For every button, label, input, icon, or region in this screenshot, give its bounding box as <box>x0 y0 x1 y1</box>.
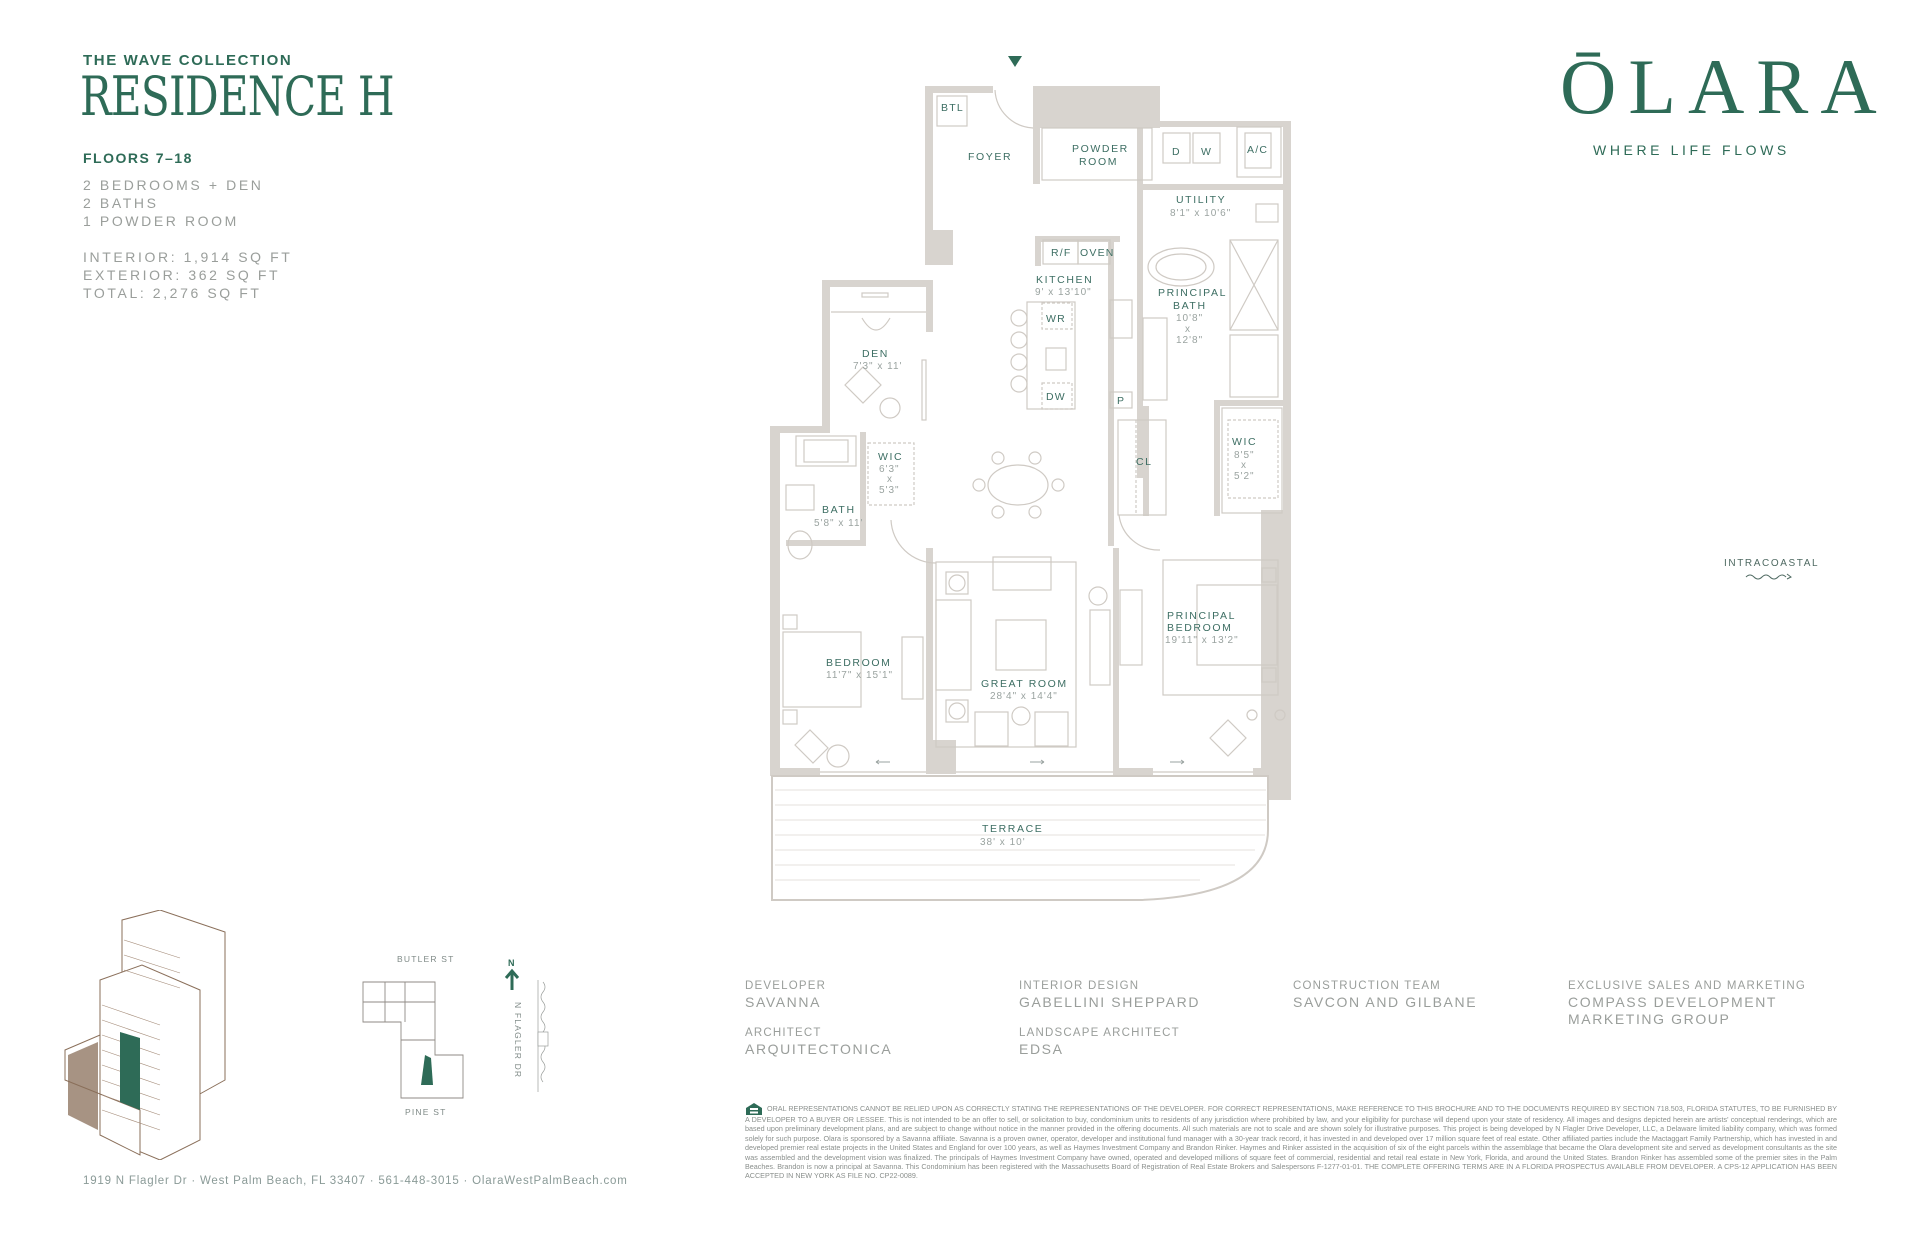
room-btl: BTL <box>941 102 964 114</box>
north-arrow-icon <box>504 968 520 990</box>
unit-location-marker <box>421 1055 433 1085</box>
slider-arrows <box>875 759 1185 765</box>
room-outlines <box>782 89 1286 773</box>
floor-plan: BTL FOYER POWDER ROOM D W A/C UTILITY 8'… <box>770 56 1291 901</box>
intracoastal-label: INTRACOASTAL <box>1724 558 1820 569</box>
room-kitchen: KITCHEN <box>1036 274 1093 286</box>
layout-bedrooms: 2 BEDROOMS + DEN <box>83 177 264 193</box>
exterior-area: EXTERIOR: 362 SQ FT <box>83 267 281 283</box>
layout-powder: 1 POWDER ROOM <box>83 213 239 229</box>
legal-text: ORAL REPRESENTATIONS CANNOT BE RELIED UP… <box>745 1103 1837 1181</box>
dishwasher-label: DW <box>1046 391 1066 403</box>
wave-arrow-icon <box>1745 573 1792 580</box>
olara-logo: ŌLARA <box>1560 43 1889 130</box>
site-map: BUTLER ST PINE ST N N FLAGLER DR <box>362 954 549 1117</box>
credit-sales-label: EXCLUSIVE SALES AND MARKETING <box>1568 980 1807 992</box>
credit-architect-label: ARCHITECT <box>745 1027 822 1039</box>
floors-range: FLOORS 7–18 <box>83 150 193 166</box>
den-dims: 7'3" x 11' <box>853 361 902 372</box>
credit-sales-value-2: MARKETING GROUP <box>1568 1011 1731 1027</box>
principal-bath-dims-2: x <box>1185 324 1191 335</box>
utility-dims: 8'1" x 10'6" <box>1170 208 1231 219</box>
wic1-dims-1: 6'3" <box>879 464 900 475</box>
residence-highlight <box>120 1032 140 1110</box>
principal-bath-dims-3: 12'8" <box>1176 335 1203 346</box>
wic2-dims-2: x <box>1241 460 1247 471</box>
great-room-dims: 28'4" x 14'4" <box>990 691 1058 702</box>
water-waves-icon <box>537 980 549 1092</box>
bedroom-dims: 11'7" x 15'1" <box>826 670 893 681</box>
street-flagler: N FLAGLER DR <box>513 1002 523 1078</box>
credit-interior-label: INTERIOR DESIGN <box>1019 980 1140 992</box>
ac-label: A/C <box>1247 144 1268 156</box>
room-principal-bath-l2: BATH <box>1173 300 1207 312</box>
contact-address: 1919 N Flagler Dr · West Palm Beach, FL … <box>83 1175 628 1187</box>
room-utility: UTILITY <box>1176 194 1226 206</box>
credit-architect-value: ARQUITECTONICA <box>745 1041 893 1057</box>
room-foyer: FOYER <box>968 151 1012 163</box>
street-pine: PINE ST <box>405 1107 446 1117</box>
credit-interior-value: GABELLINI SHEPPARD <box>1019 994 1201 1010</box>
terrace-dims: 38' x 10' <box>980 837 1026 848</box>
interior-area: INTERIOR: 1,914 SQ FT <box>83 249 293 265</box>
building-rendering <box>64 910 226 1160</box>
credit-sales-value-1: COMPASS DEVELOPMENT <box>1568 994 1778 1010</box>
room-wic-1: WIC <box>878 451 903 463</box>
room-bath: BATH <box>822 504 856 516</box>
bath-dims: 5'8" x 11' <box>814 518 863 529</box>
washer-label: W <box>1201 146 1212 158</box>
collection-name: THE WAVE COLLECTION <box>83 52 293 69</box>
wic2-dims-3: 5'2" <box>1234 471 1255 482</box>
equal-housing-icon <box>746 1103 762 1115</box>
credit-construction-label: CONSTRUCTION TEAM <box>1293 980 1441 992</box>
entry-triangle-icon <box>1008 56 1022 67</box>
room-wic-2: WIC <box>1232 436 1257 448</box>
credit-landscape-value: EDSA <box>1019 1041 1064 1057</box>
credit-construction-value: SAVCON AND GILBANE <box>1293 994 1478 1010</box>
room-principal-bedroom-l2: BEDROOM <box>1167 622 1232 634</box>
refrigerator-label: R/F <box>1051 247 1072 259</box>
terrace <box>771 775 1269 901</box>
wic1-dims-3: 5'3" <box>879 485 900 496</box>
wine-fridge-label: WR <box>1046 313 1066 325</box>
principal-bedroom-dims: 19'11" x 13'2" <box>1165 635 1239 646</box>
walls <box>770 86 1291 800</box>
room-powder-line2: ROOM <box>1079 156 1118 168</box>
credit-developer-label: DEVELOPER <box>745 980 827 992</box>
north-label: N <box>508 958 515 968</box>
room-great-room: GREAT ROOM <box>981 678 1068 690</box>
credit-developer-value: SAVANNA <box>745 994 822 1010</box>
total-area: TOTAL: 2,276 SQ FT <box>83 285 262 301</box>
room-principal-bath-l1: PRINCIPAL <box>1158 287 1227 299</box>
oven-label: OVEN <box>1080 247 1115 259</box>
wic1-dims-2: x <box>887 474 893 485</box>
kitchen-dims: 9' x 13'10" <box>1035 287 1092 298</box>
dryer-label: D <box>1172 146 1181 158</box>
layout-baths: 2 BATHS <box>83 195 159 211</box>
residence-title: RESIDENCE H <box>80 65 395 128</box>
room-closet: CL <box>1136 456 1153 468</box>
room-terrace: TERRACE <box>982 823 1043 835</box>
room-den: DEN <box>862 348 889 360</box>
principal-bath-dims-1: 10'8" <box>1176 313 1203 324</box>
room-bedroom: BEDROOM <box>826 657 891 669</box>
credit-landscape-label: LANDSCAPE ARCHITECT <box>1019 1027 1180 1039</box>
room-principal-bedroom-l1: PRINCIPAL <box>1167 610 1236 622</box>
street-butler: BUTLER ST <box>397 954 455 964</box>
brand-tagline: WHERE LIFE FLOWS <box>1593 142 1790 158</box>
room-powder-line1: POWDER <box>1072 143 1129 155</box>
legal-disclaimer: ORAL REPRESENTATIONS CANNOT BE RELIED UP… <box>745 1103 1837 1181</box>
pantry-label: P <box>1117 395 1125 407</box>
wic2-dims-1: 8'5" <box>1234 450 1255 461</box>
